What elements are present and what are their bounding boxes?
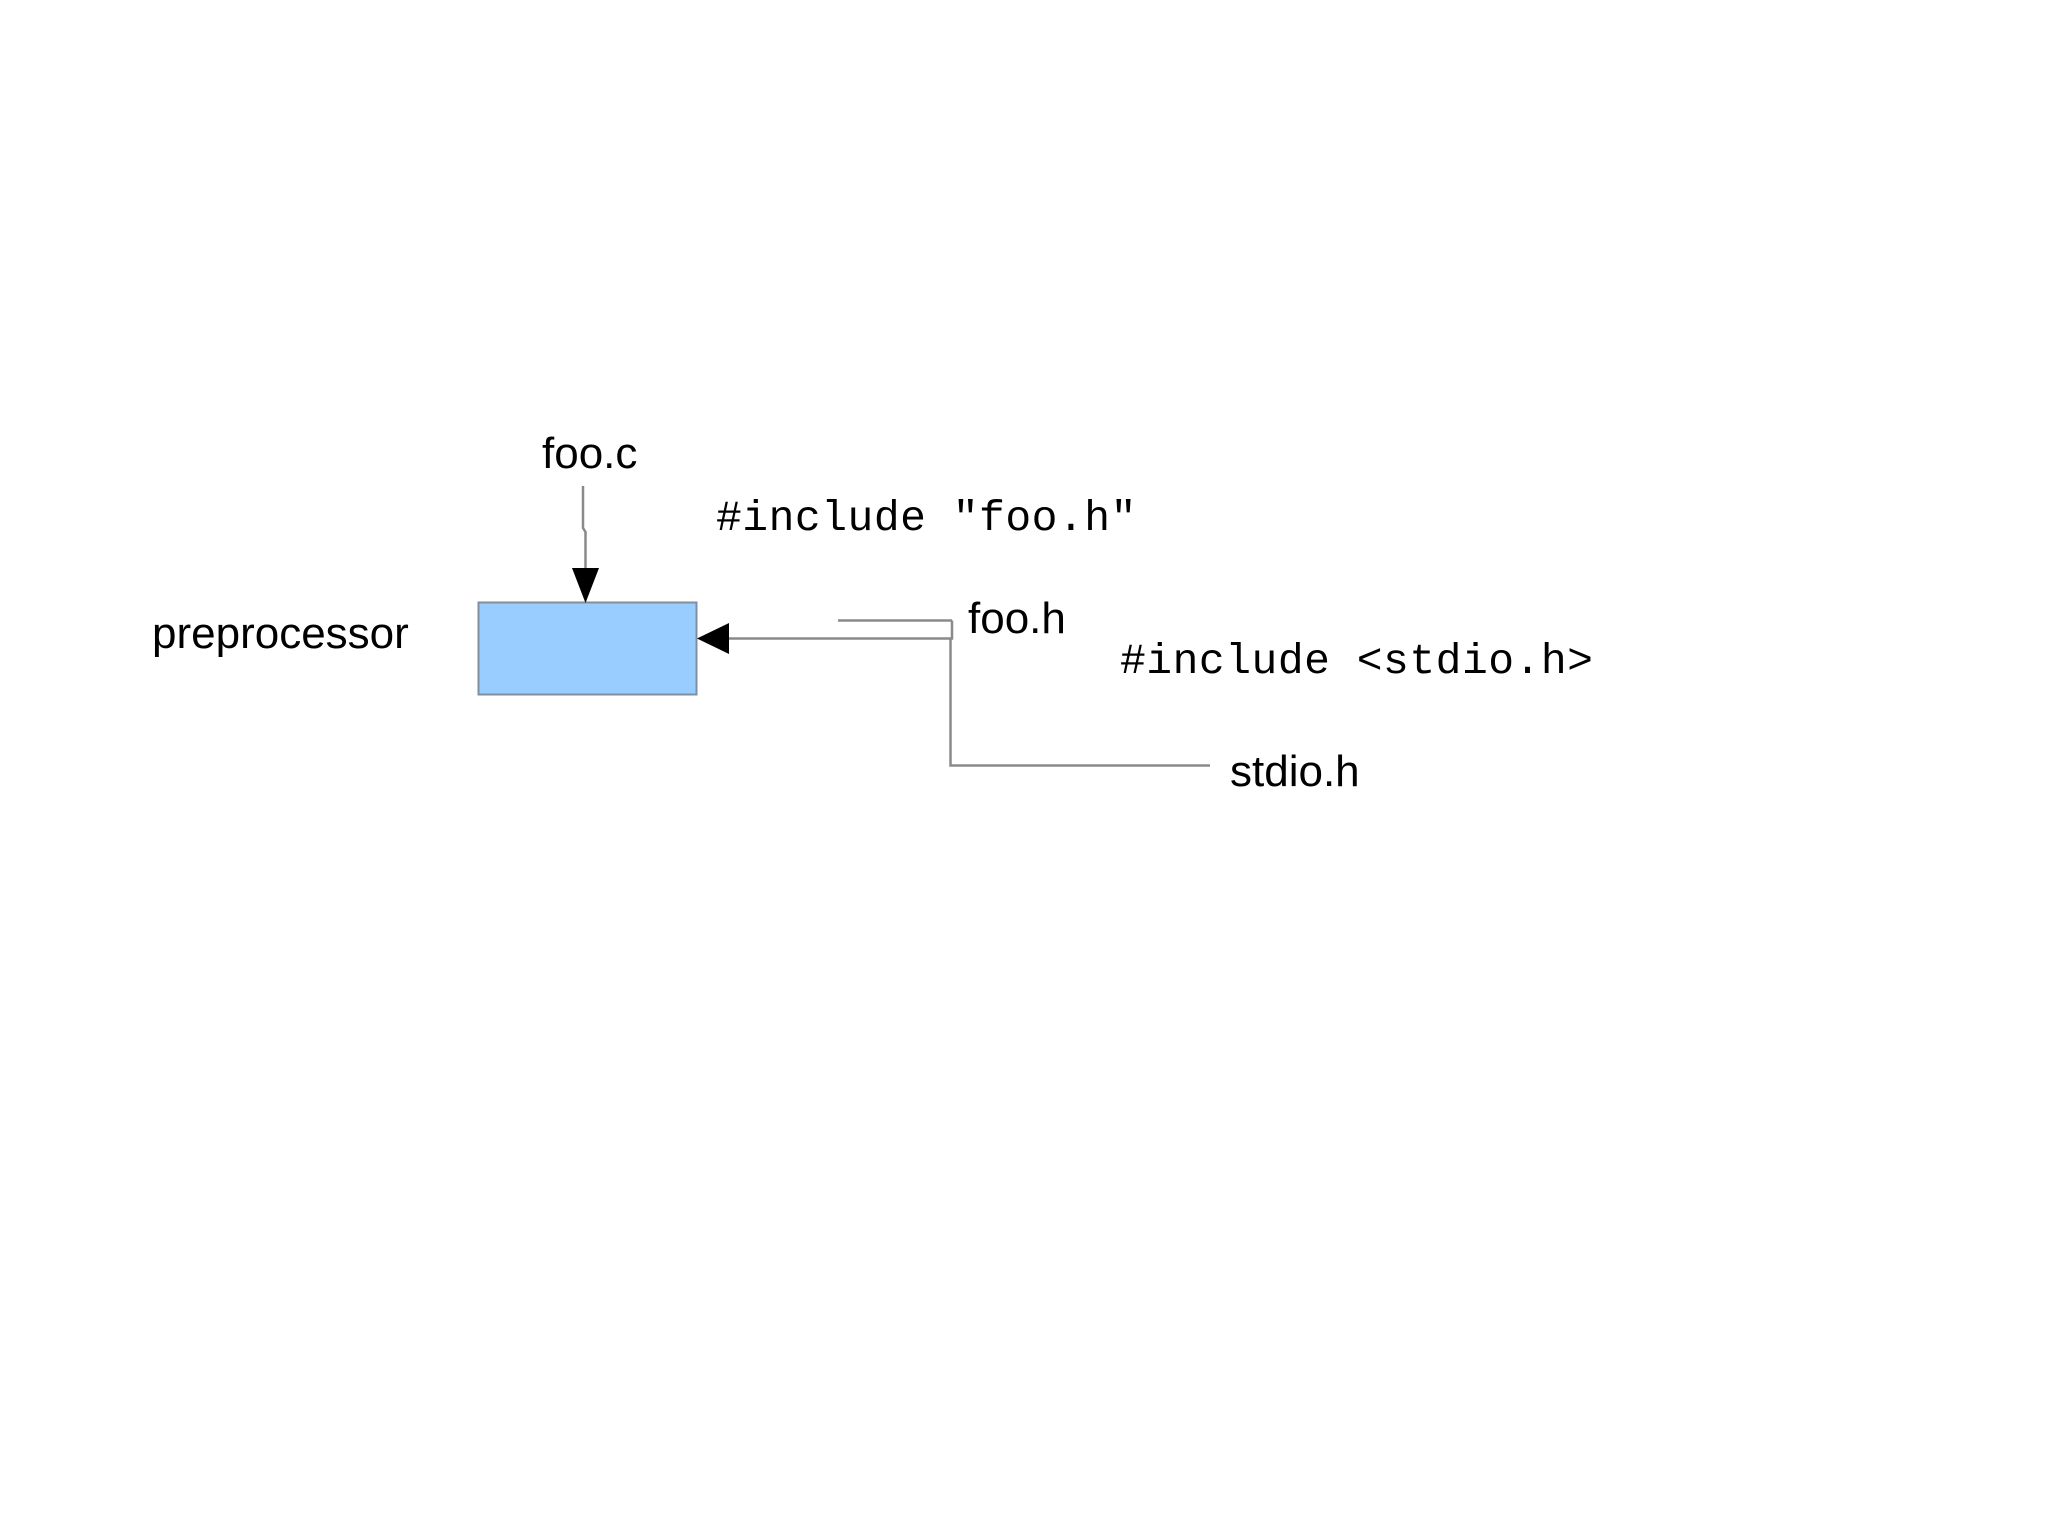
- foo-h-leader-line: [729, 620, 954, 640]
- preprocessor-label: preprocessor: [152, 609, 409, 658]
- stdio-h-label: stdio.h: [1230, 747, 1360, 796]
- foo-c-label: foo.c: [542, 429, 638, 478]
- include-stdio-h-code: #include <stdio.h>: [1120, 637, 1594, 686]
- foo-h-arrowhead-icon: [697, 623, 729, 654]
- include-foo-h-code: #include "foo.h": [716, 494, 1137, 543]
- foo-c-arrowhead-icon: [572, 568, 599, 603]
- foo-h-label: foo.h: [968, 594, 1066, 643]
- preprocessor-box[interactable]: [477, 601, 698, 696]
- foo-c-leader-line: [581, 486, 587, 570]
- stdio-h-leader-line: [949, 639, 1210, 767]
